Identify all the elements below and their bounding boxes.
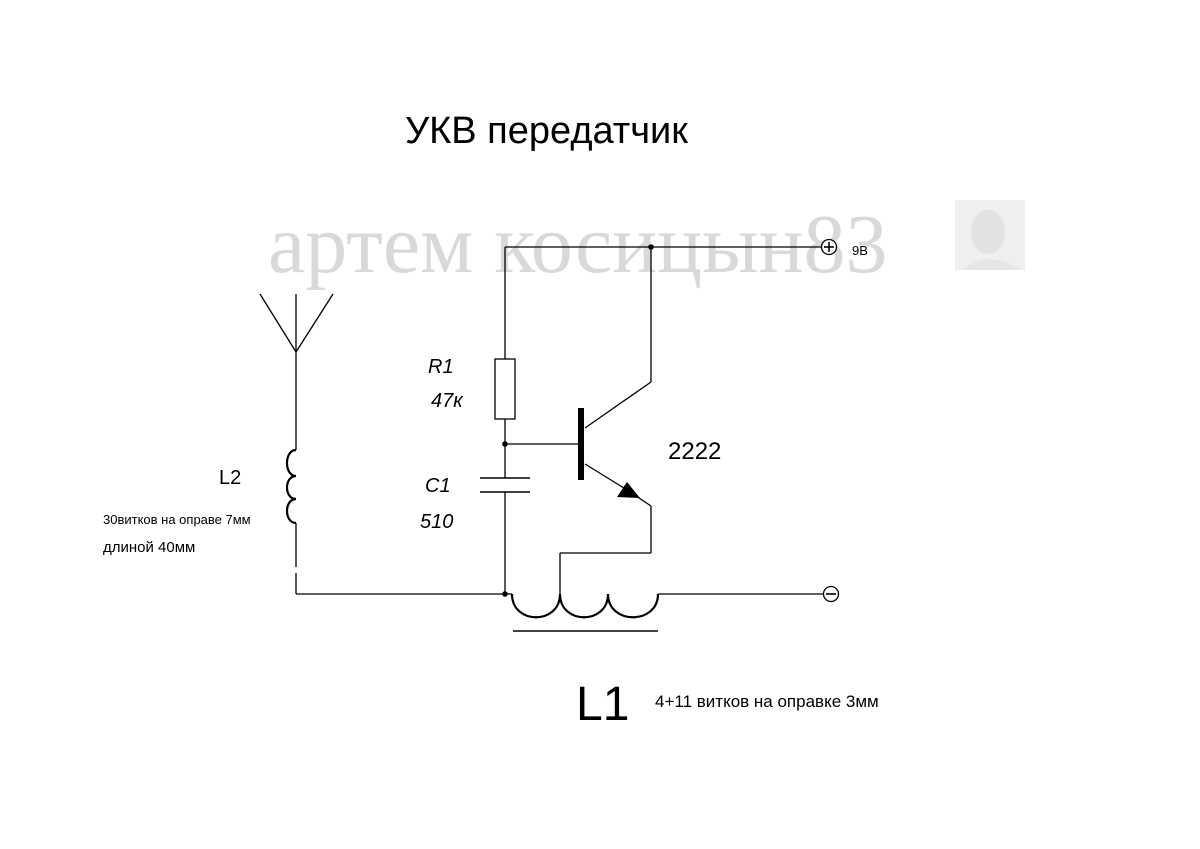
capacitor-c1: C1 510: [420, 475, 530, 533]
negative-terminal: [822, 585, 840, 603]
inductor-l1: L1 4+11 витков на оправке 3мм: [505, 593, 879, 731]
l1-reference: L1: [576, 678, 629, 731]
r1-reference: R1: [428, 356, 454, 378]
c1-value: 510: [420, 511, 453, 533]
watermark-portrait-icon: [955, 200, 1025, 270]
antenna-branch: L2 30витков на оправе 7мм длиной 40мм: [103, 293, 505, 595]
transistor-reference: 2222: [668, 438, 721, 465]
left-branch: [502, 247, 508, 597]
transistor-2222: 2222: [505, 247, 721, 594]
positive-terminal: 9В: [820, 238, 868, 258]
inductor-l2: [285, 448, 297, 525]
r1-value: 47к: [431, 390, 464, 412]
antenna-icon: [259, 293, 334, 353]
watermark-text: артем косицын83: [268, 198, 888, 291]
l2-length-note: длиной 40мм: [103, 539, 195, 556]
l1-winding-note: 4+11 витков на оправке 3мм: [655, 692, 879, 711]
c1-reference: C1: [425, 475, 451, 497]
resistor-r1: R1 47к: [428, 356, 516, 420]
positive-terminal-label: 9В: [852, 243, 868, 258]
l2-winding-note: 30витков на оправе 7мм: [103, 512, 251, 527]
page-title: УКВ передатчик: [405, 110, 688, 152]
watermark: артем косицын83: [268, 198, 1025, 291]
l2-reference: L2: [219, 467, 241, 489]
